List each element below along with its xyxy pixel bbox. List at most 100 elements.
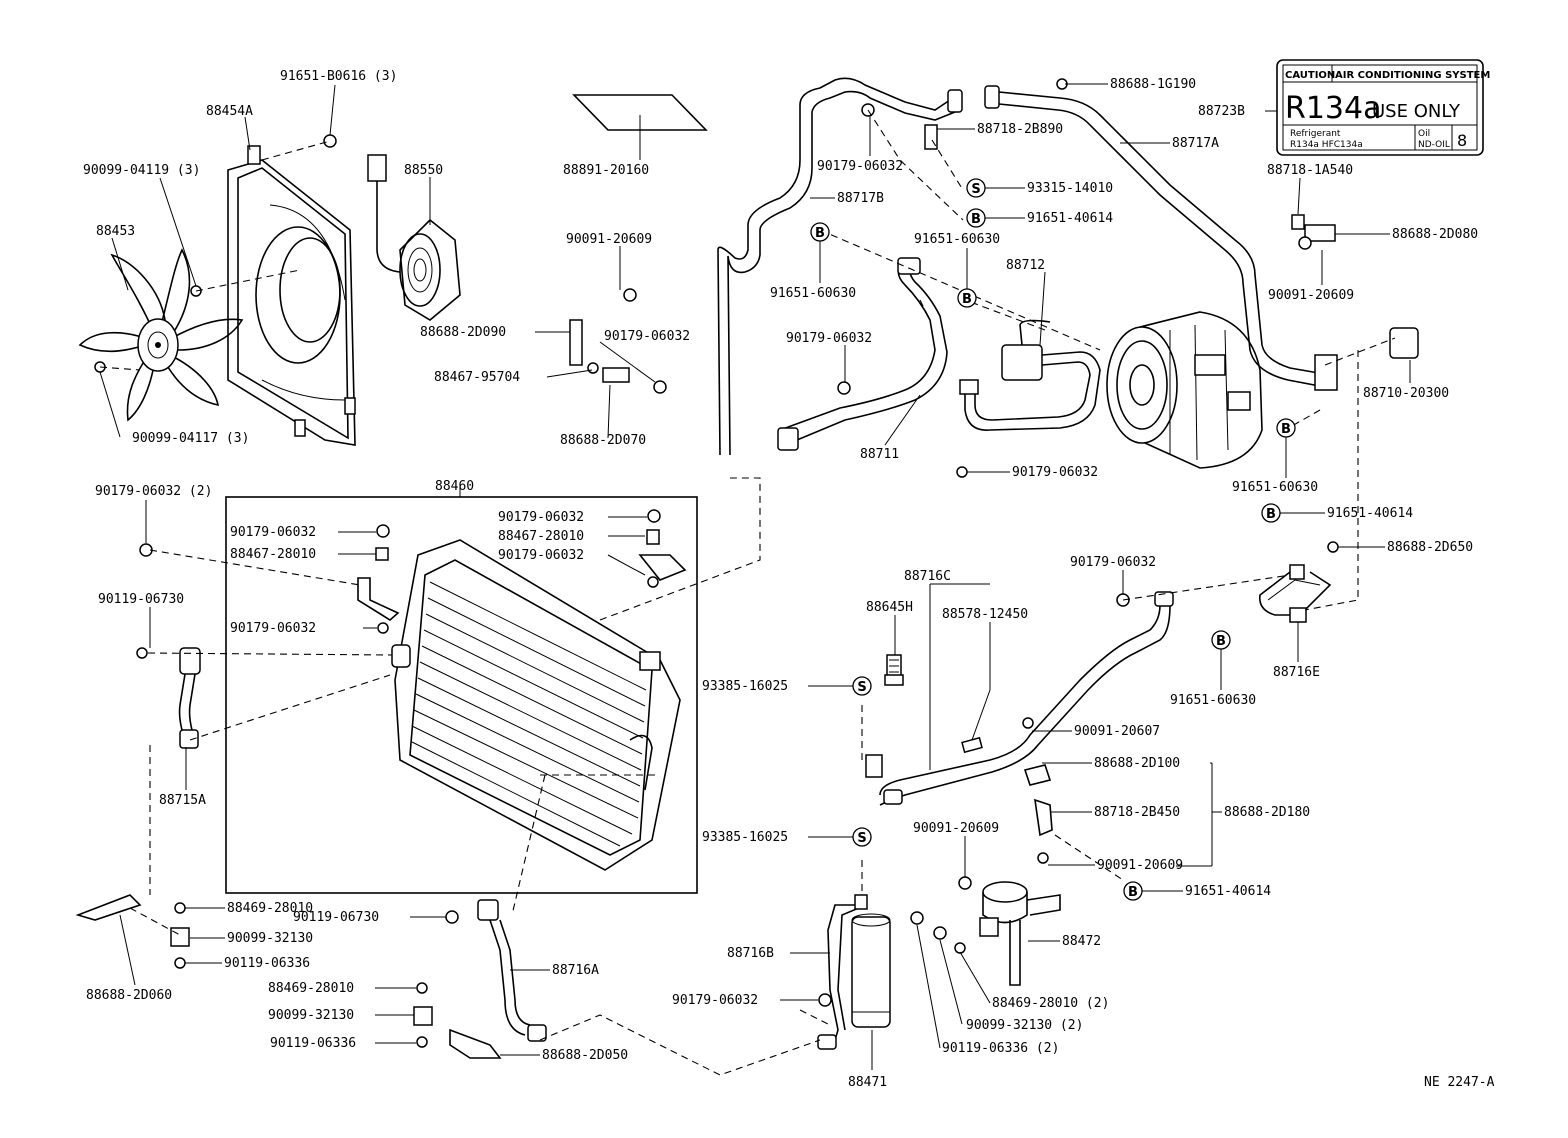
part-label: 93385-16025: [702, 679, 788, 694]
part-label: 88718-2B450: [1094, 805, 1180, 820]
part-label: 88716A: [552, 963, 599, 978]
part-label: 88716B: [727, 946, 774, 961]
liquid-hose: [777, 257, 948, 451]
part-label: 88717B: [837, 191, 884, 206]
part-label: 91651-40614: [1027, 211, 1113, 226]
condenser: [225, 496, 698, 894]
system-text: AIR CONDITIONING SYSTEM: [1335, 70, 1490, 81]
part-label: 88718-1A540: [1267, 163, 1353, 178]
part-label: 88716C: [904, 569, 951, 584]
svg-text:S: S: [971, 182, 980, 197]
oil-number-text: 8: [1457, 131, 1467, 150]
part-label: 90091-20609: [1268, 288, 1354, 303]
part-label: 88711: [860, 447, 899, 462]
part-label: 88688-2D090: [420, 325, 506, 340]
svg-text:B: B: [962, 292, 972, 307]
part-label: 90179-06032: [230, 621, 316, 636]
diagram-reference: NE 2247-A: [1424, 1075, 1495, 1090]
marker-s: S: [852, 676, 872, 696]
part-label: 88460: [435, 479, 474, 494]
sight-tube: [961, 736, 983, 754]
part-label: 90099-32130: [227, 931, 313, 946]
tube-88716a: [477, 899, 547, 1042]
part-label: 91651-60630: [1232, 480, 1318, 495]
part-label: 90091-20607: [1074, 724, 1160, 739]
part-labels: 91651-B0616 (3) 88454A 90099-04119 (3) 8…: [83, 69, 1495, 1090]
svg-text:S: S: [857, 831, 866, 846]
part-label: 90091-20609: [566, 232, 652, 247]
part-label: 90179-06032: [498, 510, 584, 525]
oil-spec-text: ND-OIL: [1418, 140, 1450, 150]
svg-text:B: B: [1281, 422, 1291, 437]
part-label: 88467-95704: [434, 370, 520, 385]
part-label: 90179-06032: [786, 331, 872, 346]
part-label: 88688-2D100: [1094, 756, 1180, 771]
part-label: 88467-28010: [498, 529, 584, 544]
suction-hose: [984, 85, 1338, 391]
marker-b: B: [966, 208, 986, 228]
part-label: 88454A: [206, 104, 253, 119]
part-label: 90179-06032: [230, 525, 316, 540]
marker-s: S: [852, 827, 872, 847]
part-label: 88715A: [159, 793, 206, 808]
refrigerant-spec-text: R134a HFC134a: [1290, 140, 1363, 150]
oil-label-text: Oil: [1418, 129, 1430, 139]
svg-text:B: B: [1128, 885, 1138, 900]
marker-b: B: [1123, 881, 1143, 901]
part-label: 88688-2D180: [1224, 805, 1310, 820]
part-label: 93385-16025: [702, 830, 788, 845]
svg-text:B: B: [1266, 507, 1276, 522]
caution-label: CAUTION AIR CONDITIONING SYSTEM R134a US…: [1276, 59, 1490, 156]
part-label: 90179-06032: [672, 993, 758, 1008]
part-label: 90179-06032: [1070, 555, 1156, 570]
part-label: 91651-60630: [914, 232, 1000, 247]
part-label: 90179-06032 (2): [95, 484, 212, 499]
part-label: 90119-06730: [98, 592, 184, 607]
part-label: 88453: [96, 224, 135, 239]
part-label: 88712: [1006, 258, 1045, 273]
part-label: 88688-2D650: [1387, 540, 1473, 555]
part-label: 90091-20609: [1097, 858, 1183, 873]
svg-text:B: B: [815, 226, 825, 241]
part-label: 88717A: [1172, 136, 1219, 151]
part-label: 90119-06730: [293, 910, 379, 925]
part-label: 90179-06032: [1012, 465, 1098, 480]
part-label: 90119-06336: [270, 1036, 356, 1051]
part-label: 88688-2D080: [1392, 227, 1478, 242]
bracket-88716e: [1258, 564, 1332, 623]
part-label: 88710-20300: [1363, 386, 1449, 401]
part-label: 88688-2D050: [542, 1048, 628, 1063]
part-label: 88688-2D070: [560, 433, 646, 448]
receiver-drier: [817, 894, 891, 1050]
part-label: 90099-32130: [268, 1008, 354, 1023]
part-label: 88472: [1062, 934, 1101, 949]
part-label: 90119-06336 (2): [942, 1041, 1059, 1056]
part-label: 90179-06032: [817, 159, 903, 174]
part-label: 88578-12450: [942, 607, 1028, 622]
part-label: 88467-28010: [230, 547, 316, 562]
part-label: 90179-06032: [498, 548, 584, 563]
receiver-bracket: [979, 881, 1061, 986]
svg-text:B: B: [1216, 634, 1226, 649]
part-label: 90119-06336: [224, 956, 310, 971]
svg-text:B: B: [971, 212, 981, 227]
part-label: 88645H: [866, 600, 913, 615]
part-label: 90091-20609: [913, 821, 999, 836]
part-label: 91651-40614: [1185, 884, 1271, 899]
tube-88715a: [178, 647, 201, 749]
sticker-sheet: [572, 94, 708, 131]
part-label: 91651-60630: [1170, 693, 1256, 708]
pressure-switch: [884, 654, 904, 686]
part-label: 88469-28010: [227, 901, 313, 916]
refrigerant-text: R134a: [1285, 91, 1382, 126]
fan-blade: [78, 248, 244, 422]
part-label: 88716E: [1273, 665, 1320, 680]
svg-text:S: S: [857, 680, 866, 695]
assembly-lines: [99, 109, 1396, 1076]
part-label: 90179-06032: [604, 329, 690, 344]
part-label: 88718-2B890: [977, 122, 1063, 137]
part-label: 90099-04117 (3): [132, 431, 249, 446]
marker-b: B: [1211, 630, 1231, 650]
refrigerant-label-text: Refrigerant: [1290, 129, 1341, 139]
